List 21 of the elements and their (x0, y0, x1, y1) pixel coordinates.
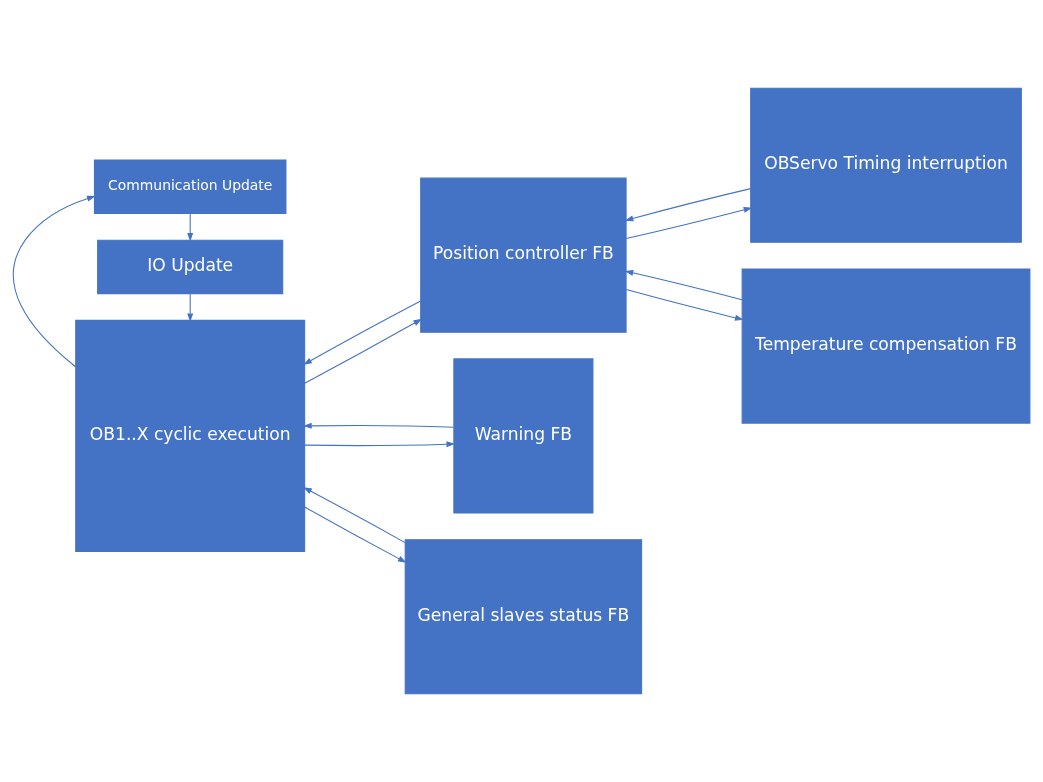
node-box: Warning FB (453, 358, 594, 514)
arrow (303, 422, 454, 429)
node-box: Communication Update (93, 159, 287, 214)
node-box: OB1..X cyclic execution (75, 319, 306, 552)
node-box: IO Update (97, 239, 284, 295)
arrow (304, 441, 456, 448)
arrow (624, 269, 743, 301)
node-box: General slaves status FB (404, 539, 643, 695)
node-box: Position controller FB (420, 177, 627, 333)
arrow (187, 213, 194, 242)
node-box: Temperature compensation FB (741, 268, 1031, 424)
arrow (625, 289, 744, 321)
arrow (303, 300, 422, 365)
arrow (12, 195, 96, 368)
arrow (304, 506, 407, 563)
arrow (624, 188, 752, 222)
arrow (303, 487, 406, 544)
node-box: OBServo Timing interruption (750, 87, 1022, 243)
arrow (187, 293, 194, 322)
arrow (625, 206, 753, 240)
arrow (304, 318, 423, 384)
